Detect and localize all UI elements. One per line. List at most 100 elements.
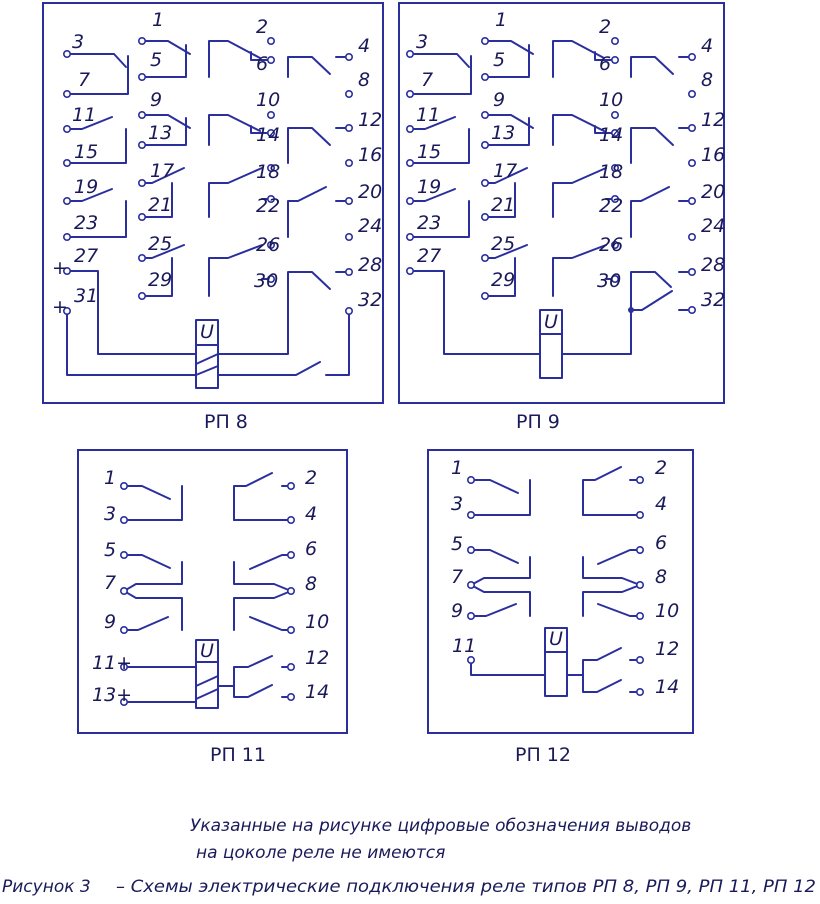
rp9-pin-2: 2 <box>599 16 611 38</box>
rp8-pin-4: 4 <box>358 35 370 57</box>
rp8-pin-29: 29 <box>148 269 172 291</box>
rp12-pin-6: 6 <box>655 532 667 554</box>
rp11-frame <box>77 449 348 734</box>
rp12-pin-4: 4 <box>655 493 667 515</box>
rp11-pin-4: 4 <box>305 503 317 525</box>
rp11-label: РП 11 <box>210 744 266 766</box>
rp9-pin-6: 6 <box>599 53 611 75</box>
rp9-pin-10: 10 <box>599 89 623 111</box>
rp9-pin-29: 29 <box>491 269 515 291</box>
rp9-pin-28: 28 <box>701 254 725 276</box>
rp12-schematic <box>427 449 694 734</box>
rp11-pin-11: 11+ <box>92 652 132 674</box>
rp8-pin-32: 32 <box>358 289 382 311</box>
rp9-pin-21: 21 <box>491 194 515 216</box>
rp9-pin-14: 14 <box>599 124 623 146</box>
rp12-pin-7: 7 <box>451 566 463 588</box>
rp8-pin-labels: 1 2 3 4 5 6 7 8 9 10 11 12 13 14 15 16 1… <box>52 9 382 343</box>
rp9-pin-4: 4 <box>701 35 713 57</box>
rp11-pin-3: 3 <box>104 503 116 525</box>
rp9-label: РП 9 <box>516 411 560 433</box>
caption-prefix: Рисунок 3 <box>2 877 91 897</box>
rp11-pin-12: 12 <box>305 647 329 669</box>
rp8-pin-20: 20 <box>358 181 382 203</box>
rp8-pin-3: 3 <box>72 31 84 53</box>
rp8-pin-14: 14 <box>256 124 280 146</box>
rp12-pin-2: 2 <box>655 457 667 479</box>
rp8-pin-12: 12 <box>358 109 382 131</box>
rp9-pin-23: 23 <box>417 212 441 234</box>
rp11-pin-5: 5 <box>104 539 116 561</box>
rp8-pin-19: 19 <box>74 176 98 198</box>
rp8-pin-6: 6 <box>256 53 268 75</box>
rp8-coil-label: U <box>200 321 214 343</box>
rp9-pin-30: 30 <box>597 270 621 292</box>
rp11-coil-label: U <box>200 640 214 662</box>
rp8-pin-5: 5 <box>150 49 162 71</box>
rp8-pin-27: 27 <box>74 245 98 267</box>
rp9-pin-1: 1 <box>495 9 507 31</box>
rp9-pin-3: 3 <box>416 31 428 53</box>
rp8-label: РП 8 <box>204 411 248 433</box>
rp8-pin-26: 26 <box>256 234 280 256</box>
rp8-pin-28: 28 <box>358 254 382 276</box>
rp9-pin-32: 32 <box>701 289 725 311</box>
rp8-pin-10: 10 <box>256 89 280 111</box>
rp9-pin-11: 11 <box>416 104 440 126</box>
rp9-pin-19: 19 <box>417 176 441 198</box>
note-line-1: Указанные на рисунке цифровые обозначени… <box>190 816 691 836</box>
rp8-pin-25: 25 <box>148 233 172 255</box>
rp12-pin-10: 10 <box>655 600 679 622</box>
rp9-pin-16: 16 <box>701 144 725 166</box>
rp12-frame <box>427 449 694 734</box>
note-line-2: на цоколе реле не имеются <box>196 843 445 863</box>
rp8-pin-16: 16 <box>358 144 382 166</box>
rp9-pin-9: 9 <box>493 89 505 111</box>
rp9-pin-24: 24 <box>701 215 725 237</box>
rp8-pin-22: 22 <box>256 195 280 217</box>
rp9-pin-22: 22 <box>599 195 623 217</box>
rp8-pin-7: 7 <box>78 69 90 91</box>
rp8-pin-13: 13 <box>148 122 172 144</box>
rp9-pin-7: 7 <box>421 69 433 91</box>
rp11-schematic <box>77 449 348 734</box>
rp11-pin-6: 6 <box>305 538 317 560</box>
rp9-pin-20: 20 <box>701 181 725 203</box>
rp8-pin-8: 8 <box>358 69 370 91</box>
rp9-pin-26: 26 <box>599 234 623 256</box>
rp12-pin-1: 1 <box>451 457 463 479</box>
rp8-pin-2: 2 <box>256 16 268 38</box>
rp12-pin-9: 9 <box>451 600 463 622</box>
rp8-pin-18: 18 <box>256 161 280 183</box>
rp11-pin-13: 13+ <box>92 684 132 706</box>
rp8-plus-27: + <box>52 257 68 279</box>
rp8-pin-31: 31 <box>74 285 98 307</box>
rp9-schematic <box>398 2 725 404</box>
rp12-pin-14: 14 <box>655 676 679 698</box>
rp8-schematic <box>42 2 384 404</box>
rp8-pin-30: 30 <box>254 270 278 292</box>
rp12-pin-12: 12 <box>655 638 679 660</box>
rp8-pin-9: 9 <box>150 89 162 111</box>
rp12-pin-labels: 1 2 3 4 5 6 7 8 9 10 11 12 14 U <box>451 457 679 698</box>
rp9-pin-13: 13 <box>491 122 515 144</box>
rp12-label: РП 12 <box>515 744 571 766</box>
rp12-pin-5: 5 <box>451 533 463 555</box>
rp9-pin-15: 15 <box>417 141 441 163</box>
rp12-pin-8: 8 <box>655 566 667 588</box>
rp8-frame <box>42 2 384 404</box>
rp9-pin-12: 12 <box>701 109 725 131</box>
rp11-pin-7: 7 <box>104 572 116 594</box>
rp11-pin-1: 1 <box>104 467 116 489</box>
rp11-pin-labels: 1 2 3 4 5 6 7 8 9 10 11+ 12 13+ 14 U <box>92 467 329 706</box>
rp9-frame <box>398 2 725 404</box>
rp11-pin-14: 14 <box>305 681 329 703</box>
rp9-pin-8: 8 <box>701 69 713 91</box>
rp11-pin-10: 10 <box>305 611 329 633</box>
caption-text: – Схемы электрические подключения реле т… <box>116 877 816 897</box>
rp8-pin-21: 21 <box>148 194 172 216</box>
rp9-pin-5: 5 <box>493 49 505 71</box>
rp9-pin-27: 27 <box>417 245 441 267</box>
rp8-pin-1: 1 <box>152 9 164 31</box>
